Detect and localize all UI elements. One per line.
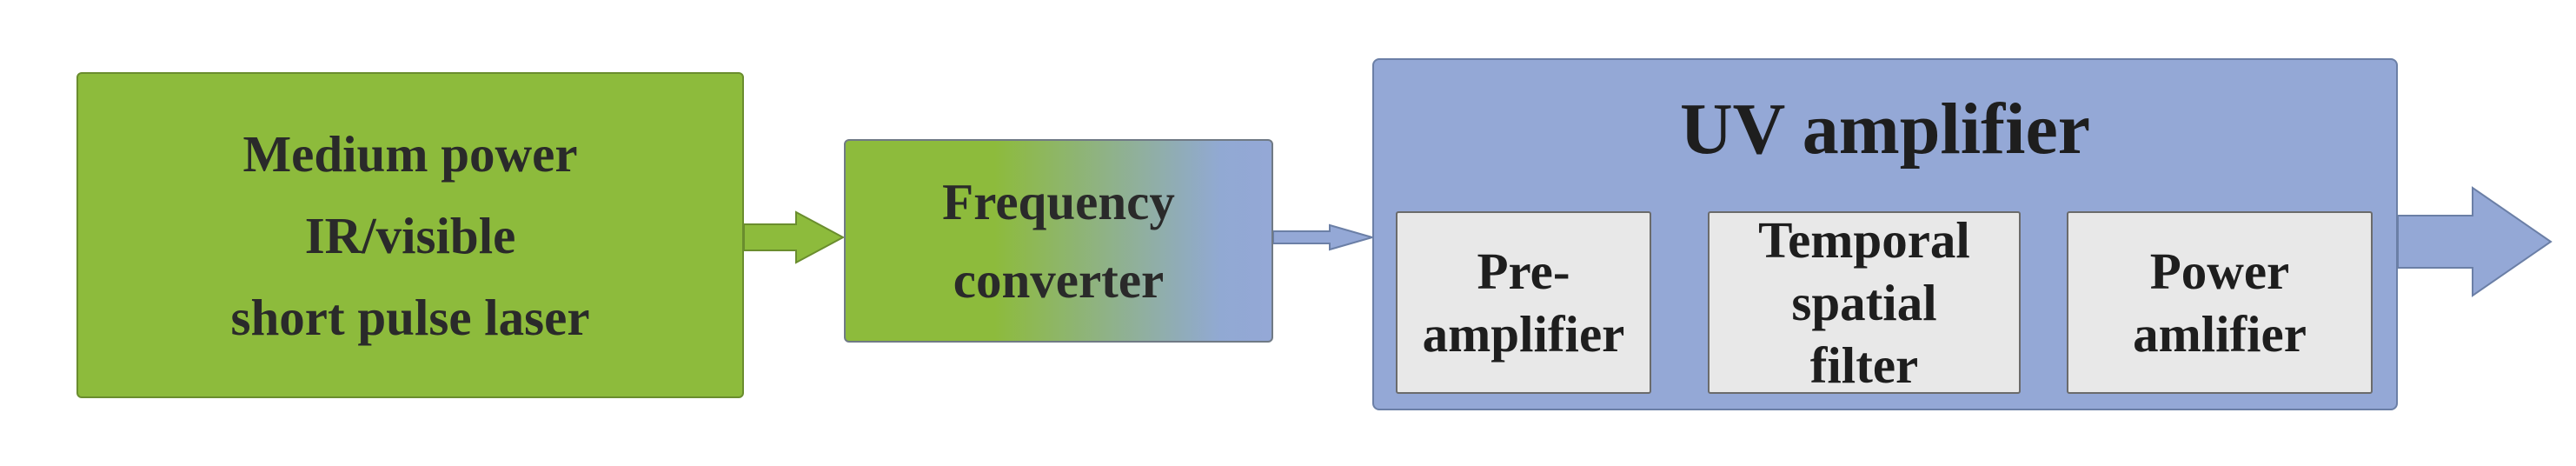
frequency-converter-box: Frequency converter [844, 139, 1273, 343]
power-amplifier-line-1: Power [2149, 243, 2290, 300]
converter-line-2: converter [953, 251, 1165, 309]
converter-line-1: Frequency [942, 173, 1175, 230]
power-amplifier-stage: Power amlifier [2067, 211, 2373, 394]
laser-source-box: Medium power IR/visible short pulse lase… [76, 72, 744, 398]
arrow-converter-to-uv [1272, 223, 1376, 251]
laser-line-1: Medium power [242, 124, 578, 183]
filter-line-3: filter [1809, 336, 1919, 394]
laser-line-2: IR/visible [304, 206, 516, 264]
filter-line-1: Temporal [1758, 211, 1970, 269]
arrow-output [2397, 186, 2553, 297]
uv-amplifier-title: UV amplifier [1679, 89, 2091, 170]
filter-line-2: spatial [1791, 274, 1937, 331]
laser-line-3: short pulse laser [230, 288, 590, 346]
temporal-spatial-filter-stage: Temporal spatial filter [1708, 211, 2021, 394]
pre-amplifier-line-2: amplifier [1422, 305, 1625, 363]
pre-amplifier-line-1: Pre- [1477, 243, 1570, 300]
power-amplifier-line-2: amlifier [2133, 305, 2307, 363]
pre-amplifier-stage: Pre- amplifier [1396, 211, 1651, 394]
arrow-laser-to-converter [743, 210, 846, 264]
